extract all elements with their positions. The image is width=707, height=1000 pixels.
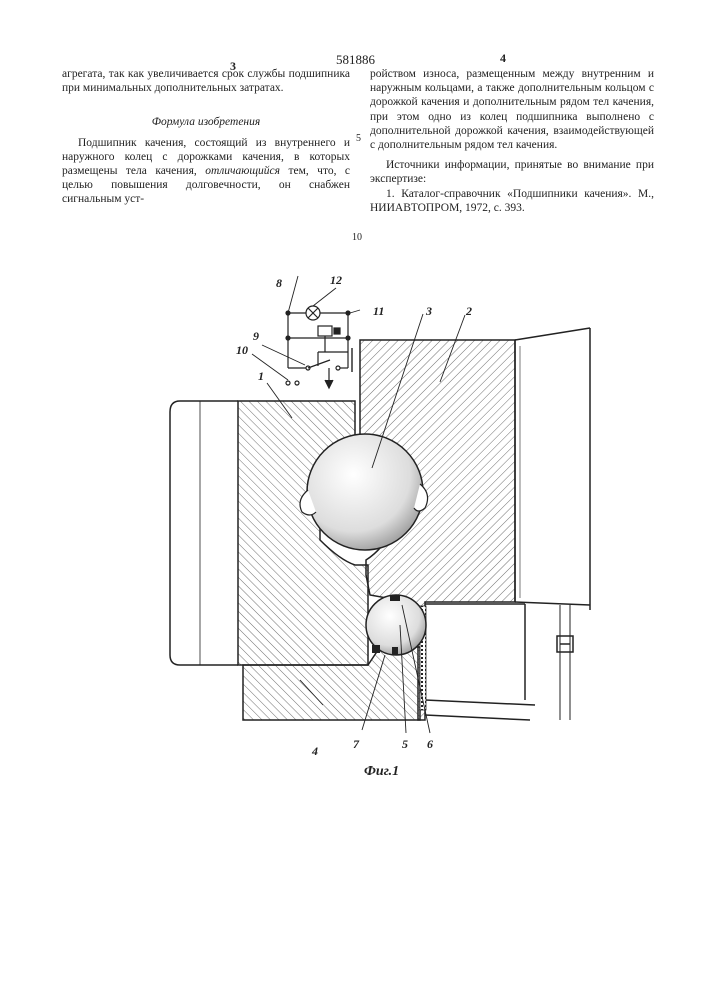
housing-left <box>170 401 238 665</box>
label-8: 8 <box>276 276 282 290</box>
label-3: 3 <box>425 304 432 318</box>
label-10: 10 <box>236 343 248 357</box>
label-7: 7 <box>353 737 360 751</box>
label-11: 11 <box>373 304 384 318</box>
signal-circuit <box>286 306 352 388</box>
label-6: 6 <box>427 737 433 751</box>
figure-caption: Фиг.1 <box>364 764 399 779</box>
label-2: 2 <box>465 304 472 318</box>
label-9: 9 <box>253 329 259 343</box>
label-12: 12 <box>330 273 342 287</box>
label-1: 1 <box>258 369 264 383</box>
additional-ball-5 <box>366 595 426 655</box>
label-4: 4 <box>311 744 318 758</box>
label-5: 5 <box>402 737 408 751</box>
